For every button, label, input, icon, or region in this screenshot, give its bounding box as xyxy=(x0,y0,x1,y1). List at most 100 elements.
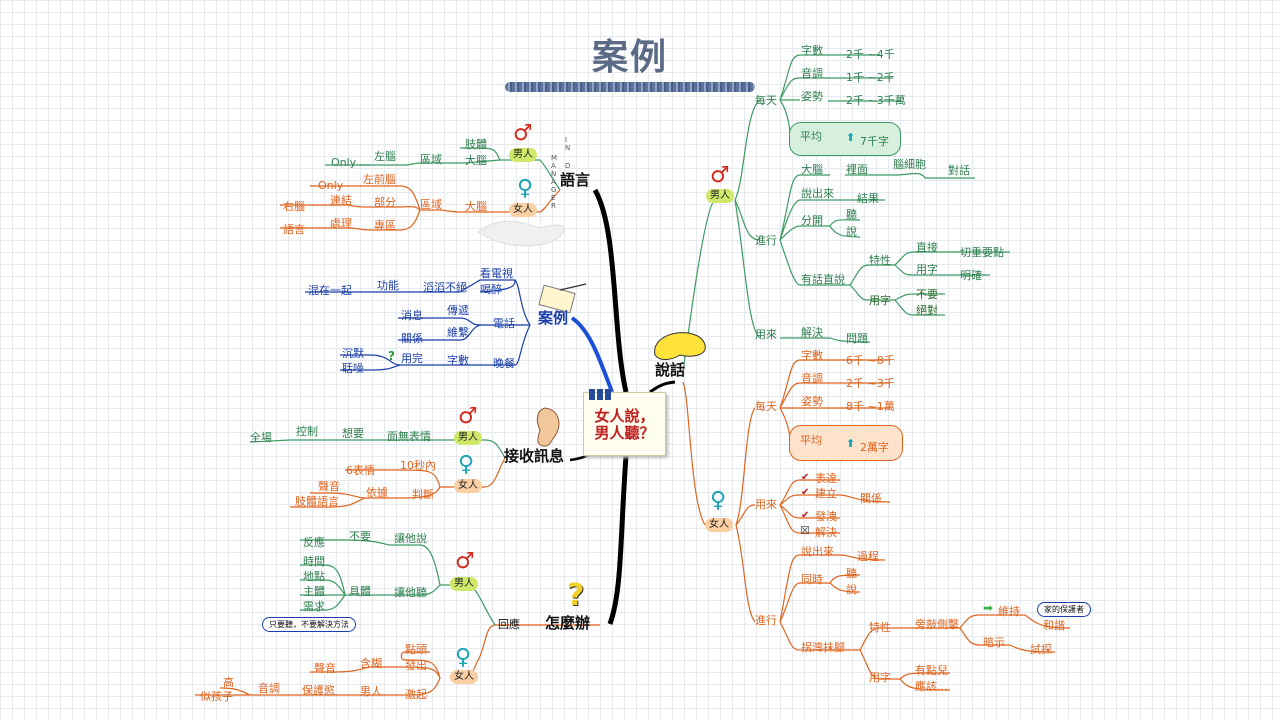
speak-female-label: 女人 xyxy=(705,518,733,532)
node: 讓他說 xyxy=(394,532,427,545)
node: 面無表情 xyxy=(387,430,431,443)
node: 喝醉 xyxy=(480,283,502,296)
node: 消息 xyxy=(401,309,423,322)
node: 全場 xyxy=(250,431,272,444)
speak-male-daily: 每天 xyxy=(755,94,777,107)
language-female-label: 女人 xyxy=(509,203,537,217)
node: 高 xyxy=(223,676,234,689)
node: 試探 xyxy=(1030,643,1052,656)
female-icon: ♀ xyxy=(458,452,475,477)
node: 區域 xyxy=(420,153,442,166)
node: 發洩 xyxy=(815,510,837,523)
node: 旁敲側擊 xyxy=(915,618,959,631)
node: 男人 xyxy=(360,685,382,698)
node: 2萬字 xyxy=(860,441,889,454)
node: 6表情 xyxy=(346,464,375,477)
node: 連結 xyxy=(330,194,352,207)
node: 關係 xyxy=(401,332,423,345)
speak-male-avg-val: 7千字 xyxy=(860,135,889,148)
cross-box-icon: ☒ xyxy=(800,524,810,537)
speak-male-gesture-val: 2千 ~3千萬 xyxy=(846,94,906,107)
node: 暗示 xyxy=(983,636,1005,649)
node: 專區 xyxy=(374,219,396,232)
male-icon: ♂ xyxy=(455,549,475,574)
speak-male-words: 字數 xyxy=(801,44,823,57)
node: 解決 xyxy=(815,526,837,539)
node: 解決 xyxy=(801,326,823,339)
node: 用字 xyxy=(916,263,938,276)
how-male-label: 男人 xyxy=(450,577,478,591)
topic-how: 怎麼辦 xyxy=(545,614,591,632)
node: 點頭 xyxy=(405,643,427,656)
speak-male-gesture: 姿勢 xyxy=(801,90,823,103)
male-icon: ♂ xyxy=(458,404,478,429)
node: 過程 xyxy=(857,550,879,563)
node: 表達 xyxy=(815,472,837,485)
node: 具體 xyxy=(349,585,371,598)
node: 結果 xyxy=(857,192,879,205)
node: 絕對 xyxy=(916,304,938,317)
node: 用完 xyxy=(401,352,423,365)
receive-female-label: 女人 xyxy=(454,479,482,493)
node: 大腦 xyxy=(465,200,487,213)
speak-male-avg-box: 平均 ⬆ 7千字 xyxy=(789,122,901,156)
node: 有點兒 xyxy=(915,664,948,677)
female-icon: ♀ xyxy=(710,488,727,513)
right-arrow-icon: ➡ xyxy=(983,601,994,615)
speak-male-words-val: 2千 ~4千 xyxy=(846,48,895,61)
node: 部分 xyxy=(374,196,396,209)
speak-male-proceed: 進行 xyxy=(755,234,777,247)
node: 裡面 xyxy=(846,163,868,176)
node: 左腦 xyxy=(374,150,396,163)
up-arrow-icon: ⬆ xyxy=(846,131,856,144)
node: 說 xyxy=(846,225,857,238)
node: 保護慾 xyxy=(302,684,335,697)
node: 維持 xyxy=(998,605,1020,618)
node: 音調 xyxy=(258,682,280,695)
node: 用字 xyxy=(869,671,891,684)
node: 8千 ~1萬 xyxy=(846,400,895,413)
node: 用字 xyxy=(869,294,891,307)
topic-language: 語言 xyxy=(560,171,591,189)
node: 聲音 xyxy=(314,662,336,675)
node: 晚餐 xyxy=(493,357,515,370)
node: 控制 xyxy=(296,425,318,438)
node: 2千 ~3千 xyxy=(846,377,895,390)
node: 聽 xyxy=(846,567,857,580)
node: 激起 xyxy=(405,688,427,701)
node: 右腦 xyxy=(283,200,305,213)
up-arrow-icon: ⬆ xyxy=(846,437,856,450)
node: 想要 xyxy=(342,427,364,440)
trunk-cases xyxy=(570,316,614,393)
node: 切重要點 xyxy=(960,246,1004,259)
trunk-speak xyxy=(649,380,676,394)
node: 區域 xyxy=(420,198,442,211)
node: 6千 ~8千 xyxy=(846,354,895,367)
female-icon: ♀ xyxy=(517,176,534,201)
node: Only xyxy=(331,156,357,169)
node: 維繫 xyxy=(447,326,469,339)
page-title: 案例 xyxy=(591,37,668,78)
node: 字數 xyxy=(447,354,469,367)
node: 含糊 xyxy=(360,657,382,670)
protector-note: 家的保護者 xyxy=(1037,602,1091,617)
ear-shape xyxy=(536,407,560,447)
node: 說 xyxy=(846,583,857,596)
topic-receive: 接收訊息 xyxy=(504,447,565,465)
node: 判斷 xyxy=(412,488,434,501)
node: 說出來 xyxy=(801,545,834,558)
node: 分開 xyxy=(801,214,823,227)
node: 說出來 xyxy=(801,187,834,200)
node: 需求 xyxy=(303,600,325,613)
node: 用來 xyxy=(755,328,777,341)
speak-male-tone: 音調 xyxy=(801,67,823,80)
node: 特性 xyxy=(869,254,891,267)
node: 應該... xyxy=(915,680,948,693)
node: 每天 xyxy=(755,400,777,413)
node: 建立 xyxy=(815,487,837,500)
node: 時間 xyxy=(303,555,325,568)
node: 字數 xyxy=(801,349,823,362)
node: 依據 xyxy=(366,486,388,499)
node: 傳遞 xyxy=(447,304,469,317)
